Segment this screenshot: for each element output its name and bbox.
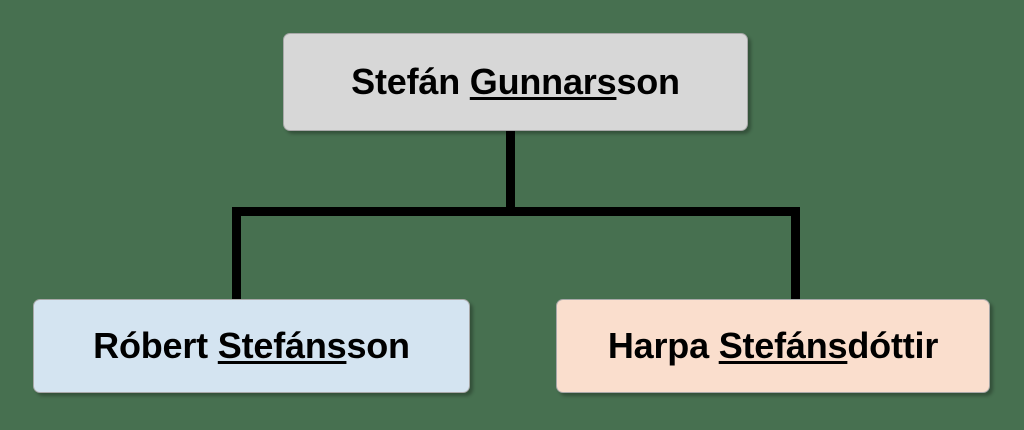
node-child-left-given-name: Róbert xyxy=(93,325,208,366)
connector-left-child-stem xyxy=(232,207,241,302)
node-child-left-highlighted-part: Stefáns xyxy=(217,325,347,366)
node-child-left-suffix-part: son xyxy=(346,325,410,366)
node-child-right-suffix-part: dóttir xyxy=(847,325,939,366)
node-child-left-label: Róbert Stefánsson xyxy=(93,328,410,364)
node-root-given-name: Stefán xyxy=(351,61,460,102)
connector-horizontal-bar xyxy=(232,207,800,216)
node-child-right-given-name: Harpa xyxy=(607,325,709,366)
node-root-highlighted-part: Gunnars xyxy=(469,61,617,102)
node-child-right-label: Harpa Stefánsdóttir xyxy=(608,328,938,364)
node-child-right-highlighted-part: Stefáns xyxy=(718,325,848,366)
connector-right-child-stem xyxy=(791,207,800,302)
node-root-suffix-part: son xyxy=(616,61,680,102)
node-harpa-stefansdottir[interactable]: Harpa Stefánsdóttir xyxy=(556,299,990,393)
node-stefan-gunnarsson[interactable]: Stefán Gunnarsson xyxy=(283,33,748,131)
node-robert-stefansson[interactable]: Róbert Stefánsson xyxy=(33,299,470,393)
node-root-label: Stefán Gunnarsson xyxy=(351,64,680,100)
connector-root-stem xyxy=(506,130,515,210)
